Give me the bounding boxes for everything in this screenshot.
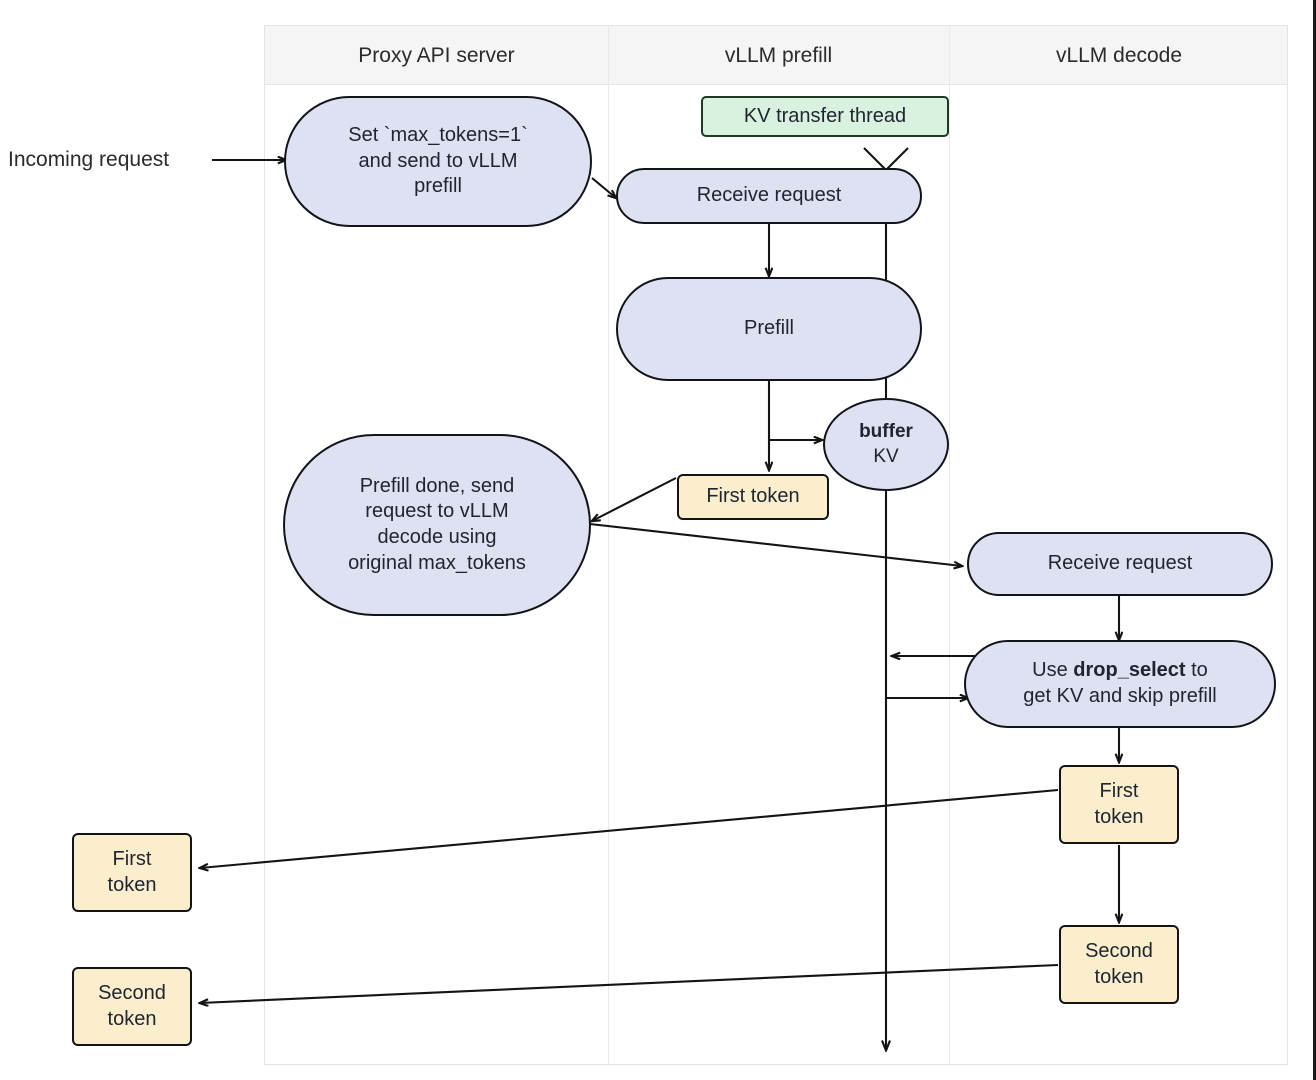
lane-title-proxy: Proxy API server xyxy=(358,44,515,67)
node-line: token xyxy=(1094,805,1144,828)
node-line: Second xyxy=(1085,939,1153,962)
node-line: Receive request xyxy=(696,184,842,207)
node-prefill-step[interactable]: Prefill xyxy=(616,277,922,381)
node-line: First token xyxy=(706,485,800,508)
node-line: get KV and skip prefill xyxy=(1023,685,1217,707)
lane-title-decode: vLLM decode xyxy=(1055,44,1183,67)
node-drop-select[interactable]: Use drop_select to get KV and skip prefi… xyxy=(964,640,1276,728)
node-decode-receive-request[interactable]: Receive request xyxy=(967,532,1273,596)
node-line: Use xyxy=(1032,659,1074,682)
node-line: Set `max_tokens=1` xyxy=(348,124,528,147)
node-prefill-first-token[interactable]: First token xyxy=(677,474,829,520)
node-line: token xyxy=(107,873,157,896)
node-strong-text: drop_select xyxy=(1073,659,1186,682)
lane-divider-2 xyxy=(949,26,950,1064)
node-prefill-done[interactable]: Prefill done, send request to vLLM decod… xyxy=(283,434,591,616)
node-line: request to vLLM xyxy=(365,500,509,523)
node-line: Prefill done, send xyxy=(359,474,515,497)
node-line: Second xyxy=(98,981,166,1004)
incoming-request-label: Incoming request xyxy=(8,148,170,171)
node-line: and send to vLLM xyxy=(358,149,518,172)
node-line: to xyxy=(1185,659,1208,682)
node-kv-transfer-thread[interactable]: KV transfer thread xyxy=(701,96,949,137)
node-buffer-kv[interactable]: buffer KV xyxy=(823,398,949,491)
node-decode-second-token[interactable]: Second token xyxy=(1059,925,1179,1004)
node-line: KV transfer thread xyxy=(743,104,907,127)
node-decode-first-token[interactable]: First token xyxy=(1059,765,1179,844)
node-line: token xyxy=(107,1007,157,1030)
node-line: KV xyxy=(873,445,899,467)
node-line: original max_tokens xyxy=(348,551,526,574)
node-output-first-token[interactable]: First token xyxy=(72,833,192,912)
node-line: decode using xyxy=(377,526,497,548)
node-prefill-receive-request[interactable]: Receive request xyxy=(616,168,922,224)
node-set-max-tokens[interactable]: Set `max_tokens=1` and send to vLLM pref… xyxy=(284,96,592,227)
lane-header-band xyxy=(265,26,1287,85)
node-line: token xyxy=(1094,965,1144,988)
node-line: prefill xyxy=(414,175,462,198)
node-line: Prefill xyxy=(743,317,794,340)
node-line: Receive request xyxy=(1047,552,1193,575)
node-line: First xyxy=(112,847,152,870)
node-output-second-token[interactable]: Second token xyxy=(72,967,192,1046)
lane-divider-1 xyxy=(608,26,609,1064)
node-strong-text: buffer xyxy=(859,421,913,443)
node-line: First xyxy=(1099,779,1139,802)
lane-title-prefill: vLLM prefill xyxy=(724,44,833,67)
